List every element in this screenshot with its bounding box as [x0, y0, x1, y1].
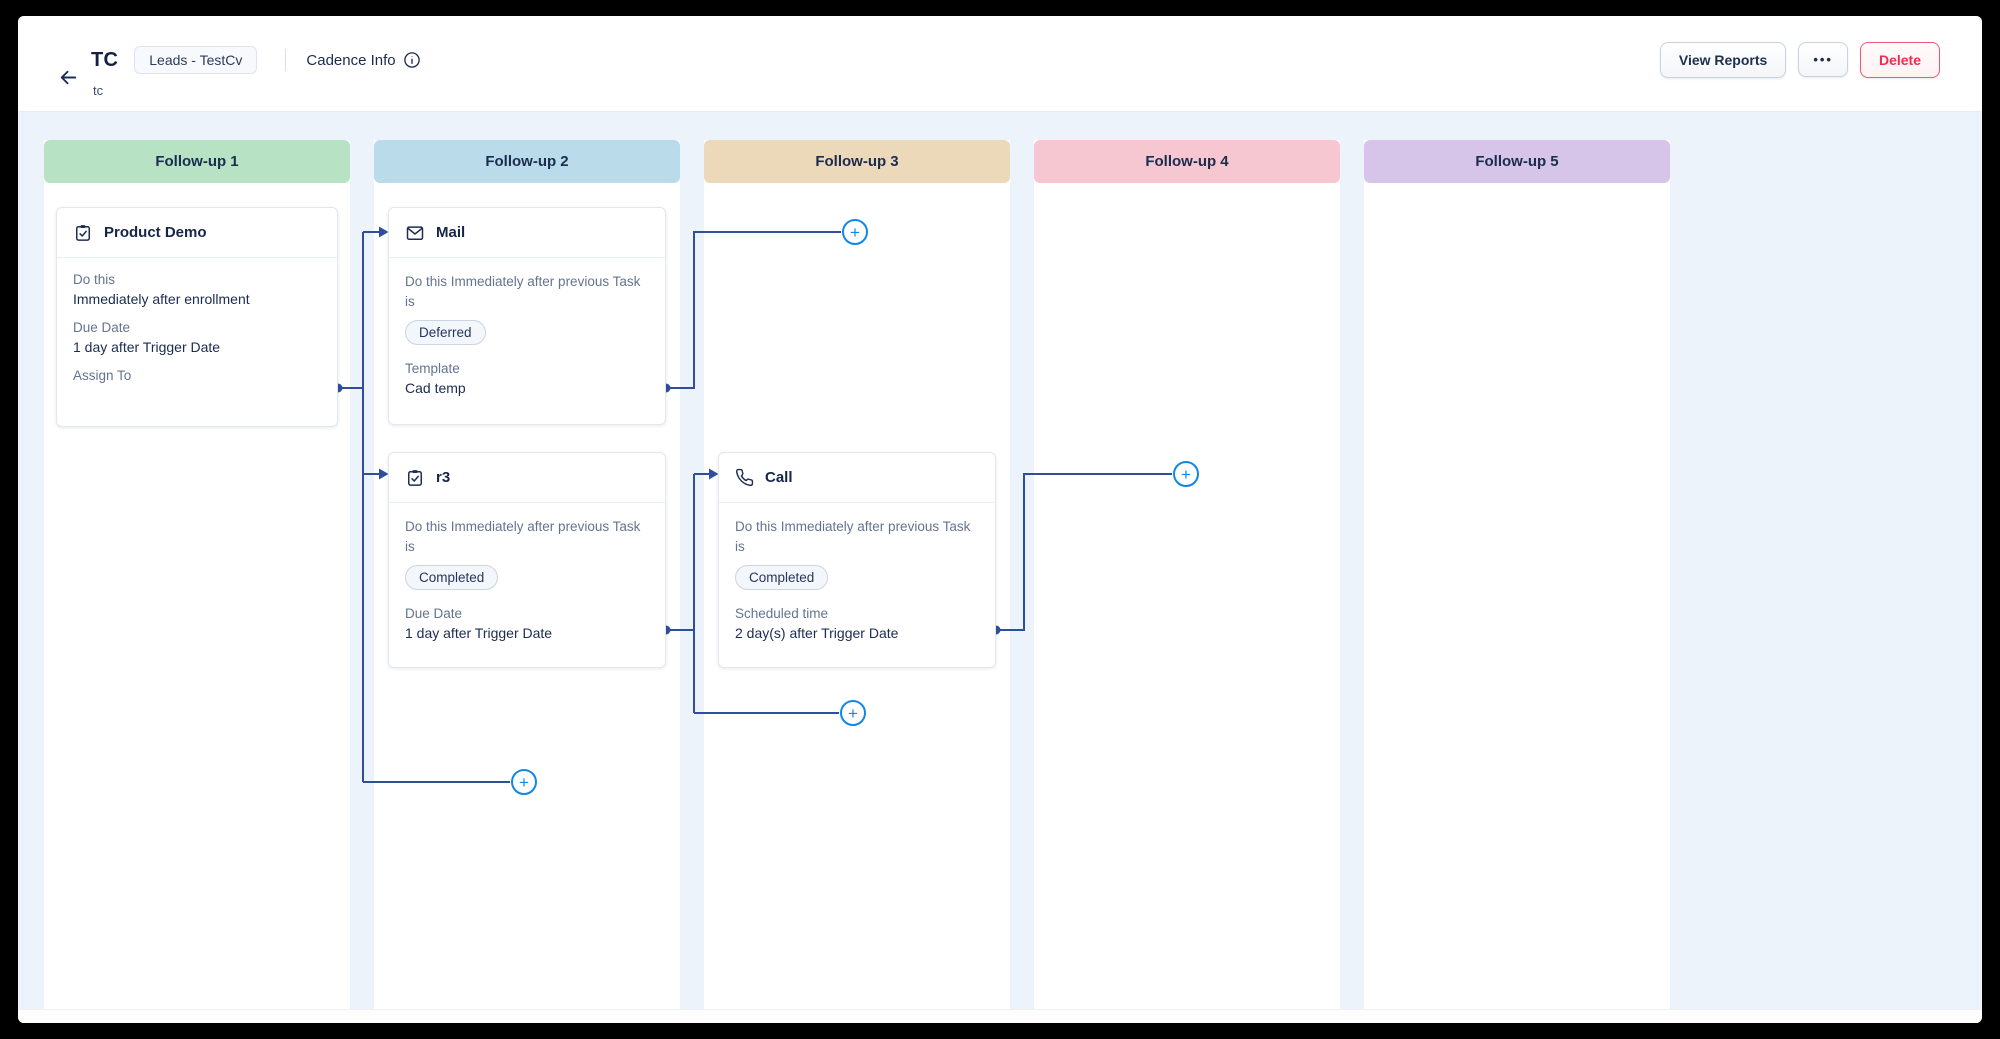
top-bar: TC Leads - TestCv Cadence Info: [18, 16, 1982, 112]
card-title: Mail: [436, 224, 466, 241]
column-header-followup-1: Follow-up 1: [44, 140, 350, 183]
arrow-left-icon: [60, 70, 77, 85]
cadence-board: Follow-up 1 Follow-up 2 Follow-up 3 Foll…: [18, 112, 1982, 1009]
card-title: Product Demo: [104, 224, 207, 241]
field-label: Do this: [73, 272, 116, 287]
field-value: 2 day(s) after Trigger Date: [735, 625, 899, 642]
status-badge: Deferred: [405, 320, 486, 346]
mail-card[interactable]: Mail Do this Immediately after previous …: [388, 207, 666, 425]
card-header: Product Demo: [57, 208, 337, 258]
back-button[interactable]: [57, 47, 80, 111]
task-card-r3[interactable]: r3 Do this Immediately after previous Ta…: [388, 452, 666, 668]
card-body: Do this Immediately after previous Task …: [389, 503, 665, 641]
page-title: TC: [91, 48, 119, 71]
card-header: r3: [389, 453, 665, 503]
status-badge: Completed: [735, 565, 829, 591]
add-step-button-followup3-bottom[interactable]: +: [840, 700, 866, 726]
view-reports-button[interactable]: View Reports: [1659, 42, 1787, 78]
card-header: Call: [719, 453, 995, 503]
card-header: Mail: [389, 208, 665, 258]
lane-followup-4: Follow-up 4: [1034, 140, 1340, 1009]
field-label: Assign To: [73, 368, 132, 383]
field-value: 1 day after Trigger Date: [405, 625, 553, 642]
field-label: Template: [405, 361, 460, 377]
card-body: Do this Immediately after enrollment Due…: [57, 258, 337, 383]
add-step-button-followup2[interactable]: +: [511, 769, 537, 795]
column-header-followup-4: Follow-up 4: [1034, 140, 1340, 183]
header-divider: [285, 49, 287, 71]
add-step-button-followup4[interactable]: +: [1173, 461, 1199, 487]
field-label: Due Date: [405, 606, 463, 622]
card-title: Call: [765, 469, 793, 486]
top-bar-left: TC Leads - TestCv Cadence Info: [57, 16, 421, 111]
card-body: Do this Immediately after previous Task …: [389, 258, 665, 396]
card-title: r3: [436, 469, 451, 486]
lane-followup-5: Follow-up 5: [1364, 140, 1670, 1009]
top-bar-actions: View Reports ••• Delete: [1659, 16, 1940, 111]
call-card[interactable]: Call Do this Immediately after previous …: [718, 452, 996, 668]
task-card-product-demo[interactable]: Product Demo Do this Immediately after e…: [56, 207, 338, 427]
condition-label: Do this Immediately after previous Task …: [405, 519, 641, 554]
field-value: Immediately after enrollment: [73, 291, 250, 307]
delete-button[interactable]: Delete: [1859, 42, 1940, 78]
page-subtitle: tc: [93, 83, 104, 98]
field-value: 1 day after Trigger Date: [73, 339, 221, 355]
app-window: TC Leads - TestCv Cadence Info: [18, 16, 1982, 1023]
horizontal-scrollbar-track[interactable]: [18, 1009, 1982, 1023]
title-block: TC Leads - TestCv Cadence Info: [91, 46, 421, 111]
more-options-button[interactable]: •••: [1798, 42, 1848, 77]
status-badge: Completed: [405, 565, 499, 591]
mail-icon: [406, 225, 424, 240]
condition-label: Do this Immediately after previous Task …: [735, 519, 971, 554]
task-icon: [408, 469, 422, 486]
info-icon: [403, 52, 420, 68]
column-header-followup-5: Follow-up 5: [1364, 140, 1670, 183]
info-button[interactable]: [403, 51, 421, 69]
cadence-info-label: Cadence Info: [306, 51, 396, 69]
field-label: Due Date: [73, 320, 131, 335]
column-header-followup-2: Follow-up 2: [374, 140, 680, 183]
call-icon: [735, 468, 754, 487]
condition-label: Do this Immediately after previous Task …: [405, 274, 641, 309]
card-body: Do this Immediately after previous Task …: [719, 503, 995, 641]
task-icon: [76, 224, 90, 241]
field-value: Cad temp: [405, 380, 466, 397]
column-header-followup-3: Follow-up 3: [704, 140, 1010, 183]
add-step-button-followup3-top[interactable]: +: [842, 219, 868, 245]
field-label: Scheduled time: [735, 606, 829, 622]
module-chip: Leads - TestCv: [134, 46, 258, 74]
